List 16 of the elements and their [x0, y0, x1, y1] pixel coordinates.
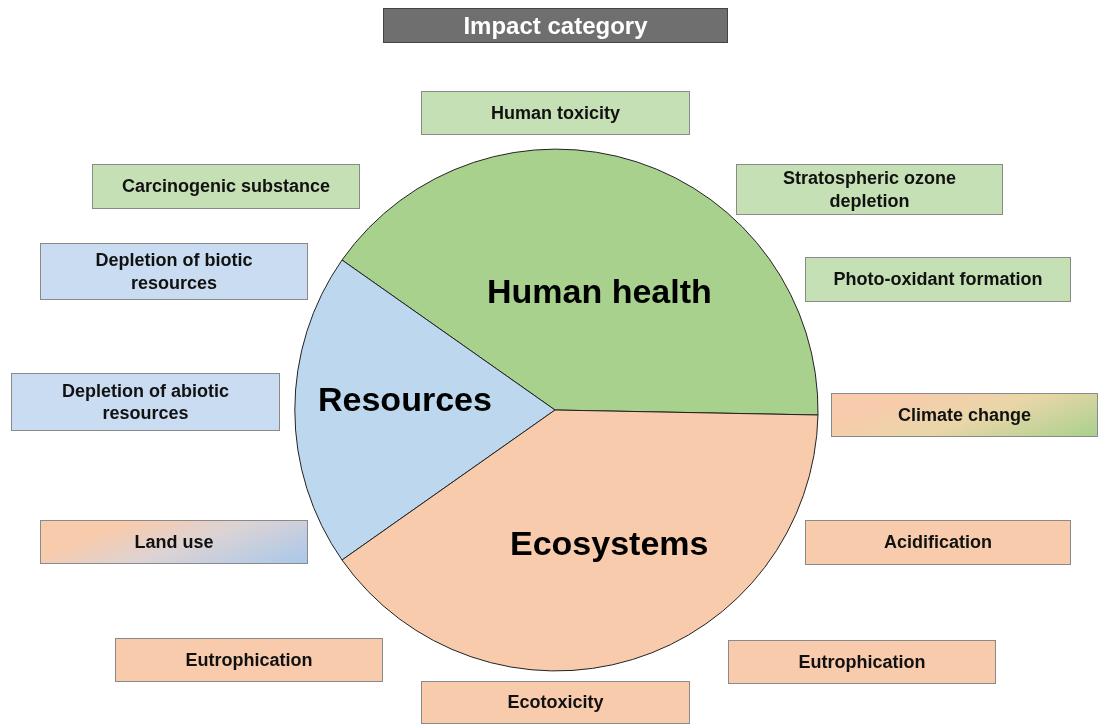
category-box: Land use — [40, 520, 308, 564]
sector-label: Ecosystems — [510, 524, 709, 563]
category-box: Photo-oxidant formation — [805, 257, 1071, 302]
category-box: Ecotoxicity — [421, 681, 690, 724]
category-box: Acidification — [805, 520, 1071, 565]
category-box: Depletion of biotic resources — [40, 243, 308, 300]
category-box: Human toxicity — [421, 91, 690, 135]
category-box: Depletion of abiotic resources — [11, 373, 280, 431]
category-box: Eutrophication — [115, 638, 383, 682]
category-box: Climate change — [831, 393, 1098, 437]
category-box: Carcinogenic substance — [92, 164, 360, 209]
title-banner: Impact category — [383, 8, 728, 43]
sector-label: Human health — [487, 272, 712, 311]
sector-label: Resources — [318, 380, 492, 419]
category-box: Eutrophication — [728, 640, 996, 684]
category-box: Stratospheric ozone depletion — [736, 164, 1003, 215]
